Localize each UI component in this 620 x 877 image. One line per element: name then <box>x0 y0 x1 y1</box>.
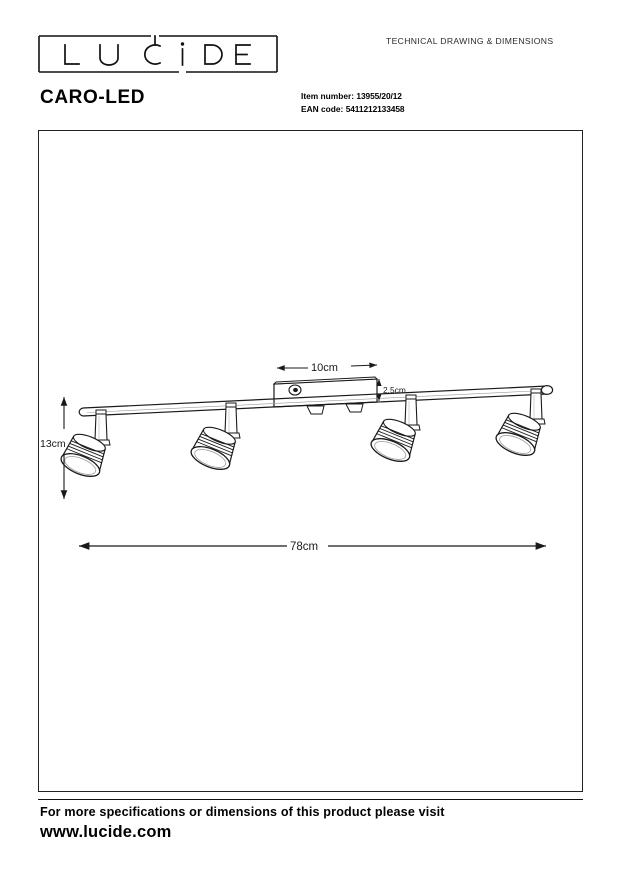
spot-light <box>495 388 546 456</box>
dimension-total-width-label: 78cm <box>290 541 318 553</box>
ean-code-row: EAN code: 5411212133458 <box>301 103 405 116</box>
page-header: TECHNICAL DRAWING & DIMENSIONS CARO-LED … <box>0 0 620 130</box>
technical-drawing-frame: 13cm 10cm 2.5cm 78cm <box>38 130 583 792</box>
item-number-label: Item number: <box>301 91 355 101</box>
lucide-logo-icon <box>38 35 278 73</box>
dimension-plate-width: 10cm <box>277 362 378 374</box>
dimension-height: 13cm <box>40 397 68 499</box>
ceiling-rail <box>78 385 554 417</box>
spot-light <box>60 409 111 477</box>
dimension-height-label: 13cm <box>40 438 66 450</box>
website-link[interactable]: www.lucide.com <box>40 823 172 841</box>
lucide-logo <box>38 35 278 73</box>
dimension-plate-depth: 2.5cm <box>376 379 406 401</box>
page-title: CARO-LED <box>40 87 146 108</box>
document-kind-label: TECHNICAL DRAWING & DIMENSIONS <box>386 36 554 46</box>
logo-i-dot-icon <box>180 42 185 46</box>
dimension-total-width: 78cm <box>79 541 546 553</box>
technical-drawing: 13cm 10cm 2.5cm 78cm <box>40 362 554 553</box>
dimension-plate-depth-label: 2.5cm <box>383 385 406 395</box>
footer-divider <box>38 799 583 800</box>
product-meta: Item number: 13955/20/12 EAN code: 54112… <box>301 90 405 116</box>
spot-light <box>370 394 421 462</box>
rail-end-cap <box>540 385 554 396</box>
item-number-row: Item number: 13955/20/12 <box>301 90 404 103</box>
ean-code-label: EAN code: <box>301 103 344 114</box>
ceiling-mount-plate <box>272 376 379 415</box>
spot-light <box>190 402 241 470</box>
dimension-plate-width-label: 10cm <box>311 362 338 374</box>
ean-code-value: 5411212133458 <box>345 103 405 114</box>
item-number-value: 13955/20/12 <box>356 91 402 101</box>
footer-text: For more specifications or dimensions of… <box>40 805 445 819</box>
